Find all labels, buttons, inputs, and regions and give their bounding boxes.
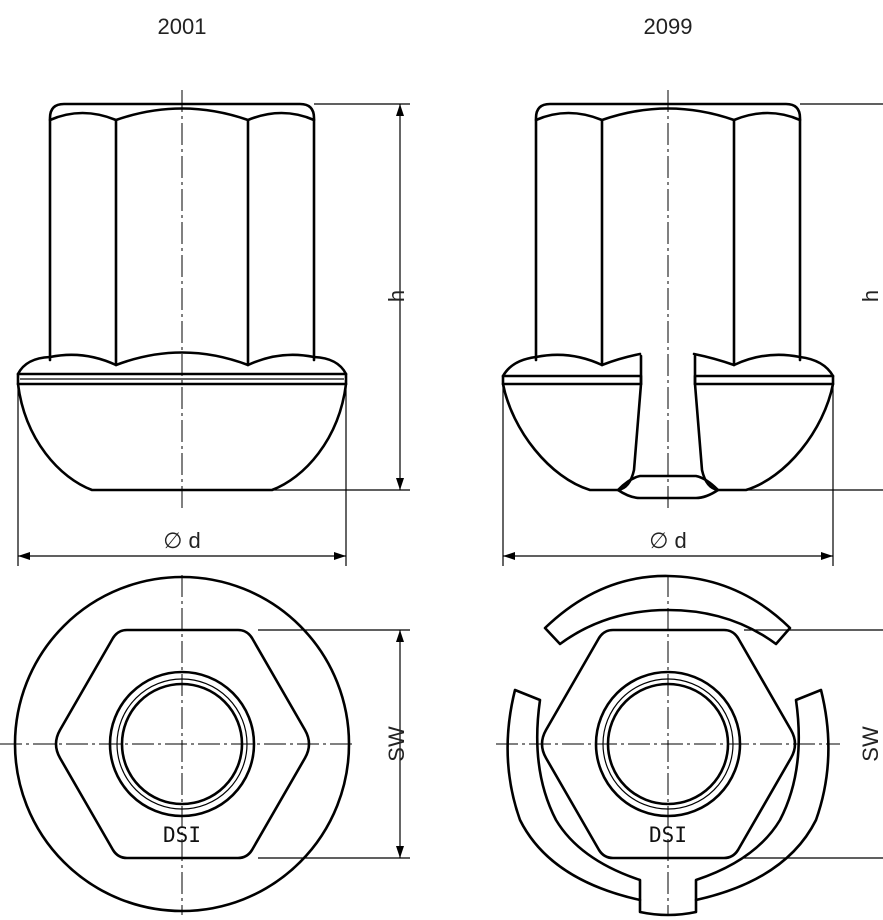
arc-segment-left: [506, 688, 642, 902]
dsi-marking: DSI: [163, 823, 201, 847]
top-view-2001: DSI SW: [0, 575, 410, 915]
drawing-2001: 2001 h ∅ d: [0, 14, 410, 915]
arc-segment-right: [694, 688, 830, 902]
hexagon-outline: [54, 628, 311, 860]
height-label: h: [384, 290, 409, 302]
diameter-label: ∅ d: [649, 528, 687, 553]
height-label: h: [858, 290, 883, 302]
arc-segment-top: [543, 574, 792, 646]
side-view-2099: h ∅ d: [501, 90, 883, 566]
across-flats-label: SW: [384, 726, 409, 762]
drawing-2099: 2099 h: [496, 14, 883, 917]
hexagon-outline: [540, 628, 797, 860]
collar-segment-left: [501, 352, 642, 378]
model-number-label: 2099: [644, 14, 693, 39]
top-view-2099: DSI SW: [496, 574, 883, 917]
sleeve-bottom: [616, 474, 720, 500]
model-number-label: 2001: [158, 14, 207, 39]
across-flats-label: SW: [858, 726, 883, 762]
side-view-2001: h ∅ d: [16, 90, 410, 566]
collar-segment-right: [692, 352, 835, 378]
scalloped-collar: [16, 351, 348, 376]
diameter-label: ∅ d: [163, 528, 201, 553]
dsi-marking: DSI: [649, 823, 687, 847]
